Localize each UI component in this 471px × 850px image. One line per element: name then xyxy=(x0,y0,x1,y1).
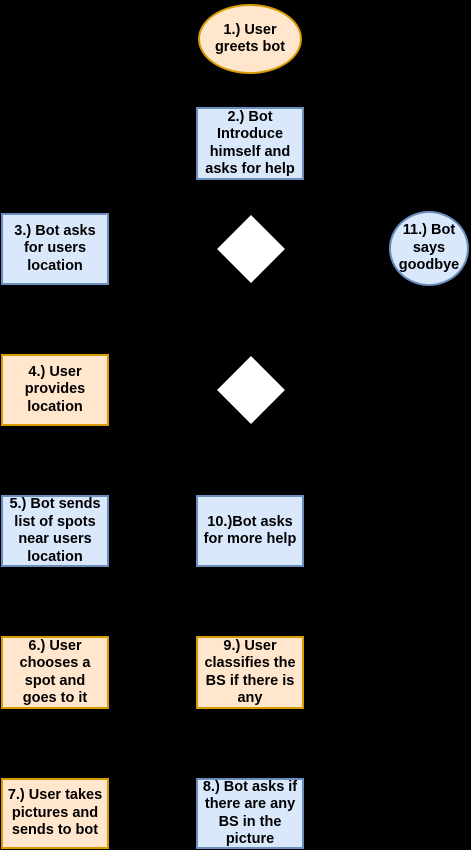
node-4-label: 4.) User provides location xyxy=(24,363,86,415)
node-5-label: 5.) Bot sends list of spots near users l… xyxy=(9,496,101,565)
decision-diamond-2 xyxy=(217,356,285,424)
node-10-label: 10.)Bot asks for more help xyxy=(203,513,297,548)
node-11-bot-says-goodbye: 11.) Bot says goodbye xyxy=(389,211,469,286)
node-2-label: 2.) Bot Introduce himself and asks for h… xyxy=(205,108,295,178)
node-7-label: 7.) User takes pictures and sends to bot xyxy=(7,787,103,839)
node-8-label: 8.) Bot asks if there are any BS in the … xyxy=(202,778,298,848)
node-1-user-greets-bot: 1.) User greets bot xyxy=(198,4,302,74)
node-11-label: 11.) Bot says goodbye xyxy=(398,222,460,274)
decision-diamond-1 xyxy=(217,215,285,283)
node-6-user-chooses-spot: 6.) User chooses a spot and goes to it xyxy=(1,636,109,709)
node-9-user-classifies: 9.) User classifies the BS if there is a… xyxy=(196,636,304,709)
node-5-bot-sends-list: 5.) Bot sends list of spots near users l… xyxy=(1,495,109,567)
node-4-user-provides-location: 4.) User provides location xyxy=(1,354,109,426)
node-1-label: 1.) User greets bot xyxy=(214,21,286,56)
node-8-bot-asks-bs: 8.) Bot asks if there are any BS in the … xyxy=(196,778,304,849)
node-10-bot-asks-more-help: 10.)Bot asks for more help xyxy=(196,495,304,567)
node-3-label: 3.) Bot asks for users location xyxy=(14,222,96,274)
node-6-label: 6.) User chooses a spot and goes to it xyxy=(19,637,91,707)
node-7-user-takes-pictures: 7.) User takes pictures and sends to bot xyxy=(1,778,109,849)
node-3-bot-asks-location: 3.) Bot asks for users location xyxy=(1,213,109,285)
node-2-bot-introduce: 2.) Bot Introduce himself and asks for h… xyxy=(196,107,304,180)
node-9-label: 9.) User classifies the BS if there is a… xyxy=(204,637,296,707)
